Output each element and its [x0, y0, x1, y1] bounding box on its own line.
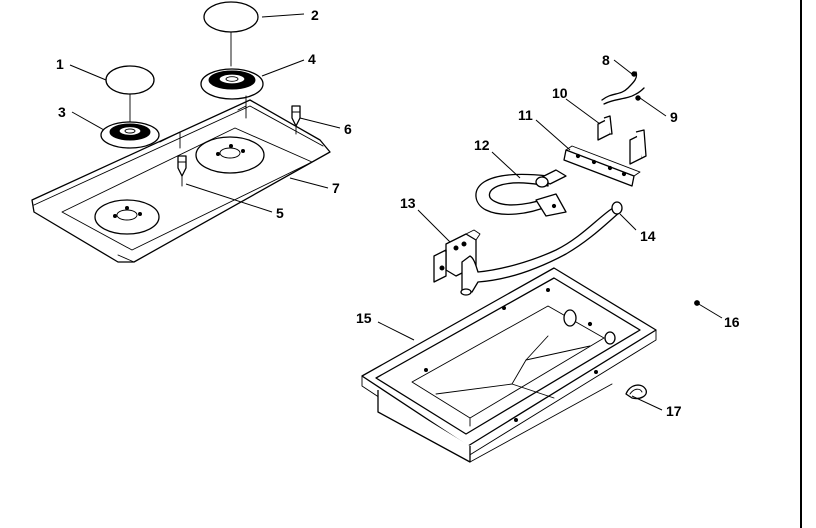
- callout-7: 7: [332, 180, 340, 196]
- callout-3: 3: [58, 104, 66, 120]
- burner-head-right: [200, 68, 264, 111]
- grommet: [625, 384, 647, 400]
- cooktop: [31, 99, 331, 263]
- wire-clips: [597, 115, 647, 165]
- callout-13: 13: [400, 195, 416, 211]
- callout-14: 14: [640, 228, 656, 244]
- igniter-right: [291, 105, 301, 135]
- callout-17: 17: [666, 403, 682, 419]
- burner-cap-left: [105, 65, 155, 123]
- callout-5: 5: [276, 205, 284, 221]
- leader-lines: [69, 13, 723, 411]
- igniter-left: [177, 155, 187, 187]
- burner-box: [361, 267, 657, 463]
- callout-16: 16: [724, 314, 740, 330]
- callout-2: 2: [311, 7, 319, 23]
- igniter-wires: [601, 71, 645, 105]
- manifold-tube: [460, 201, 623, 296]
- burner-head-left: [100, 121, 160, 149]
- callout-11: 11: [518, 107, 533, 123]
- callout-1: 1: [56, 56, 64, 72]
- callout-labels: 1 2 3 4 5 6 7 8 9 10 11 12 13 14 15 16 1…: [56, 7, 740, 419]
- manifold-bracket: [563, 145, 641, 187]
- burner-cap-right: [203, 1, 259, 67]
- callout-8: 8: [602, 52, 610, 68]
- burner-tube: [475, 169, 567, 217]
- callout-10: 10: [552, 85, 568, 101]
- callout-4: 4: [308, 51, 316, 67]
- valve-bracket: [433, 229, 481, 283]
- callout-6: 6: [344, 121, 352, 137]
- callout-9: 9: [670, 109, 678, 125]
- callout-12: 12: [474, 137, 490, 153]
- callout-15: 15: [356, 310, 372, 326]
